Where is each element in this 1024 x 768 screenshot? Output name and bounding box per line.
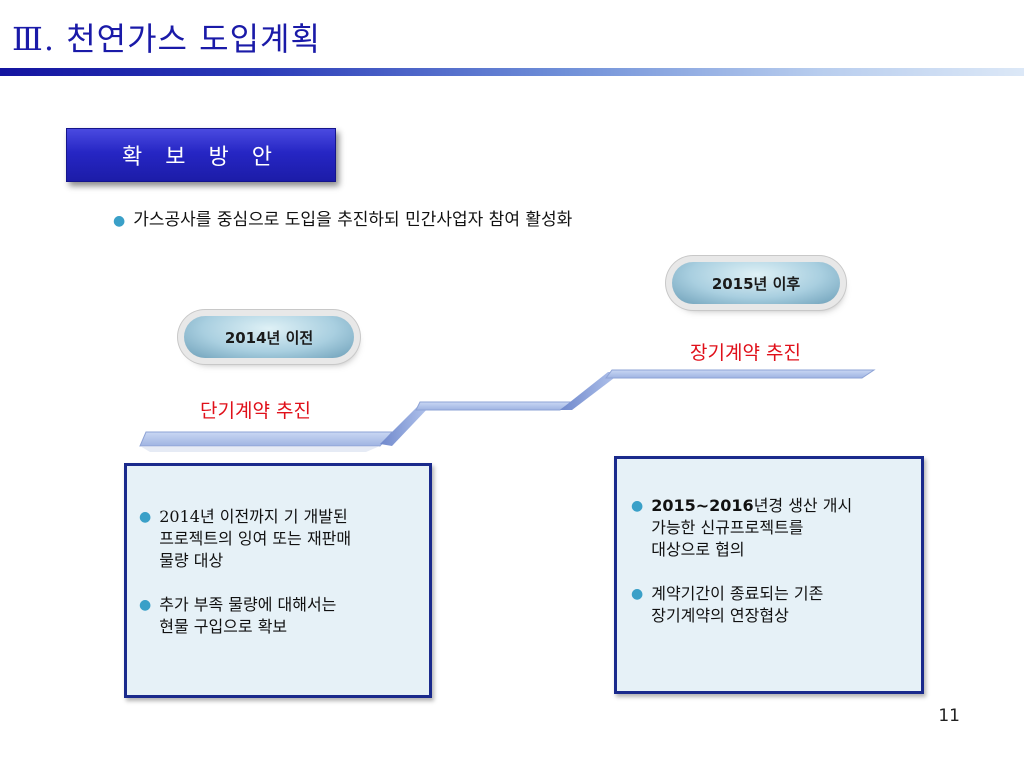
section-badge: 확 보 방 안 bbox=[66, 128, 336, 182]
long-term-detail-box: ● 2015~2016년경 생산 개시 가능한 신규프로젝트를 대상으로 협의 … bbox=[614, 456, 924, 694]
stage-label-long-term: 장기계약 추진 bbox=[690, 342, 801, 364]
list-item-text: 2014년 이전까지 기 개발된 프로젝트의 잉여 또는 재판매 물량 대상 bbox=[159, 507, 352, 570]
list-item-year-range: 2015~2016 bbox=[651, 496, 754, 515]
period-badge-before-2014: 2014년 이전 bbox=[184, 316, 354, 358]
step-shadow bbox=[140, 446, 380, 452]
stage-label-short-term: 단기계약 추진 bbox=[200, 400, 311, 422]
bullet-dot-icon: ● bbox=[139, 597, 152, 613]
summary-bullet-text: 가스공사를 중심으로 도입을 추진하되 민간사업자 참여 활성화 bbox=[133, 210, 573, 230]
step-mid bbox=[415, 401, 574, 411]
page-number: 11 bbox=[938, 706, 960, 726]
step-riser-1 bbox=[380, 404, 432, 446]
step-riser-2 bbox=[560, 372, 622, 410]
bullet-dot-icon: ● bbox=[631, 498, 644, 514]
list-item-text-rest: 년경 생산 개시 가능한 신규프로젝트를 대상으로 협의 bbox=[651, 496, 853, 559]
list-item-text: 추가 부족 물량에 대해서는 현물 구입으로 확보 bbox=[159, 595, 337, 636]
list-item-text: 2015~2016년경 생산 개시 가능한 신규프로젝트를 대상으로 협의 bbox=[651, 495, 852, 561]
list-item: ● 2014년 이전까지 기 개발된 프로젝트의 잉여 또는 재판매 물량 대상 bbox=[139, 506, 415, 572]
list-item-text: 계약기간이 종료되는 기존 장기계약의 연장협상 bbox=[651, 584, 824, 625]
list-item: ● 추가 부족 물량에 대해서는 현물 구입으로 확보 bbox=[139, 594, 415, 638]
period-badge-after-2015: 2015년 이후 bbox=[672, 262, 840, 304]
list-item: ● 2015~2016년경 생산 개시 가능한 신규프로젝트를 대상으로 협의 bbox=[631, 495, 911, 561]
bullet-dot-icon: ● bbox=[113, 213, 126, 229]
bullet-dot-icon: ● bbox=[139, 509, 152, 525]
list-item: ● 계약기간이 종료되는 기존 장기계약의 연장협상 bbox=[631, 583, 911, 627]
summary-bullet: ● 가스공사를 중심으로 도입을 추진하되 민간사업자 참여 활성화 bbox=[113, 205, 572, 230]
slide-title: Ⅲ. 천연가스 도입계획 bbox=[12, 20, 321, 58]
step-high bbox=[605, 369, 876, 379]
bullet-dot-icon: ● bbox=[631, 586, 644, 602]
title-underline-bar bbox=[0, 68, 1024, 76]
short-term-detail-box: ● 2014년 이전까지 기 개발된 프로젝트의 잉여 또는 재판매 물량 대상… bbox=[124, 463, 432, 698]
step-low bbox=[139, 431, 394, 447]
